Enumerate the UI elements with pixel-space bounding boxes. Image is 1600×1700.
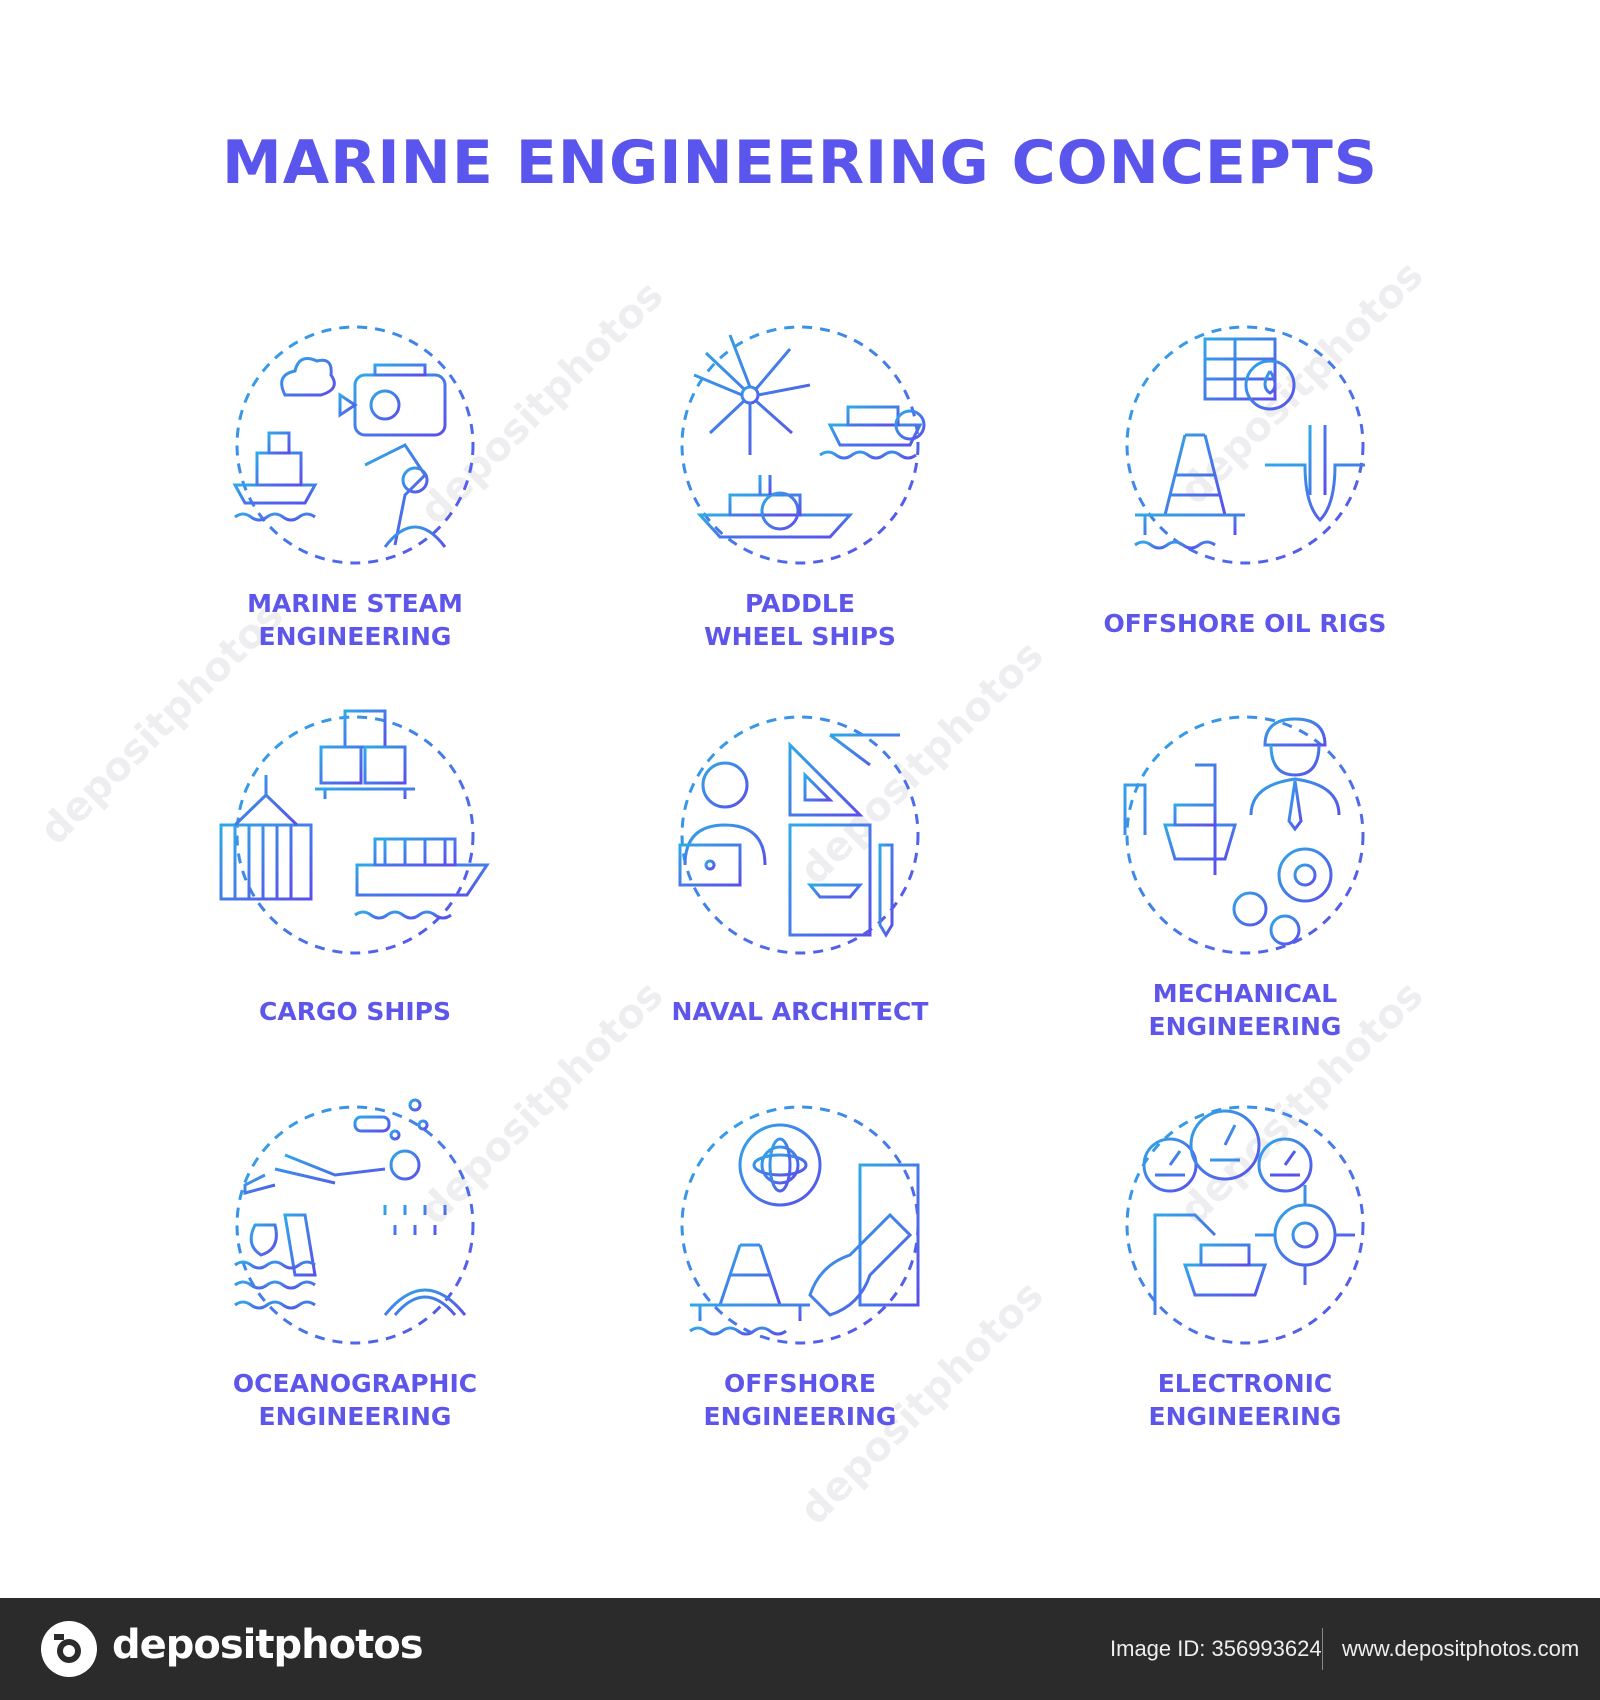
paddle-wheel-ship-icon [680,325,926,565]
brand-name[interactable]: depositphotos [112,1622,424,1668]
concept-label: OCEANOGRAPHIC ENGINEERING [232,1369,478,1431]
steam-engine-ship-icon [232,325,475,565]
site-link[interactable]: www.depositphotos.com [1342,1636,1580,1661]
concept-label: CARGO SHIPS [259,997,451,1026]
offshore-platform-icon [680,1105,920,1345]
cargo-ship-icon [219,709,490,955]
concept-label: OFFSHORE OIL RIGS [1103,609,1387,638]
concept-label: NAVAL ARCHITECT [671,997,929,1026]
mechanical-engineer-icon [1123,715,1365,955]
concept-label: ELECTRONIC ENGINEERING [1148,1369,1342,1431]
image-id: Image ID: 356993624 [1110,1636,1322,1661]
page-title: MARINE ENGINEERING CONCEPTS [222,128,1378,198]
concept-label: MARINE STEAM ENGINEERING [247,589,463,651]
concept-label: OFFSHORE ENGINEERING [703,1369,897,1431]
electronic-gauges-icon [1125,1105,1365,1345]
footer-bar: depositphotos Image ID: 356993624 www.de… [0,1598,1600,1700]
diver-ocean-icon [234,1098,475,1345]
oil-rig-icon [1125,325,1365,565]
camera-logo-icon [40,1620,98,1678]
footer-divider [1322,1628,1323,1670]
concept-label: PADDLE WHEEL SHIPS [704,589,896,651]
naval-architect-icon [678,715,920,955]
concept-label: MECHANICAL ENGINEERING [1148,979,1342,1041]
